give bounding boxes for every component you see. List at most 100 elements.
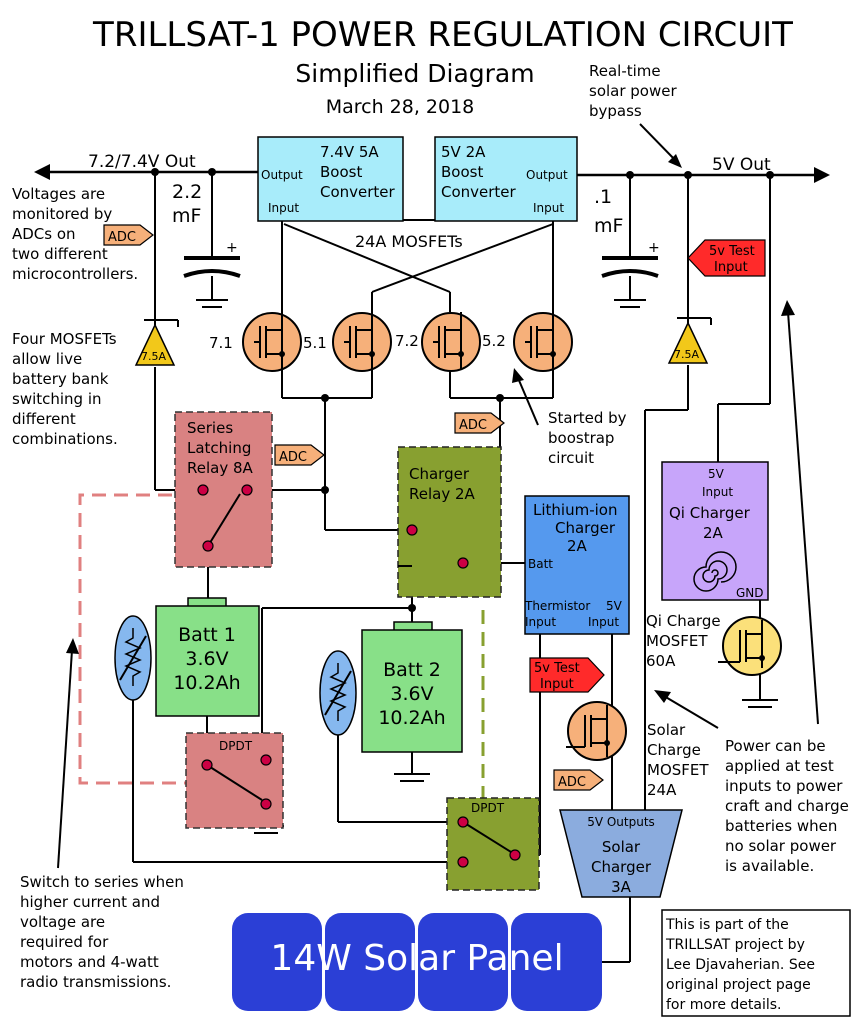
svg-text:Lithium-ion: Lithium-ion: [533, 501, 617, 519]
svg-text:craft and charge: craft and charge: [725, 797, 849, 815]
svg-text:5v Test: 5v Test: [709, 244, 755, 259]
solar-panel: 14W Solar Panel: [232, 913, 602, 1011]
capacitor-right: + .1 mF: [594, 186, 660, 278]
battery-1: Batt 1 3.6V 10.2Ah: [155, 597, 260, 717]
svg-text:radio transmissions.: radio transmissions.: [20, 973, 171, 991]
battery-2: Batt 2 3.6V 10.2Ah: [361, 621, 463, 753]
svg-text:Input: Input: [588, 615, 619, 629]
svg-text:Converter: Converter: [320, 183, 396, 201]
adc-tag-series: ADC: [274, 444, 325, 466]
test-input-top: 5v Test Input: [687, 239, 766, 277]
svg-text:Real-time: Real-time: [589, 62, 661, 80]
svg-text:Relay 8A: Relay 8A: [187, 459, 254, 477]
svg-text:Solar: Solar: [647, 721, 686, 739]
thermistor-2: [319, 650, 357, 736]
svg-text:Batt 1: Batt 1: [178, 624, 236, 646]
svg-text:Lee Djavaherian. See: Lee Djavaherian. See: [666, 957, 815, 973]
svg-text:no solar power: no solar power: [725, 837, 837, 855]
adc-tag-solar: ADC: [553, 769, 604, 791]
svg-text:Series: Series: [187, 419, 233, 437]
svg-text:two different: two different: [12, 245, 108, 263]
svg-text:Charger: Charger: [591, 858, 652, 876]
svg-text:Input: Input: [540, 677, 574, 692]
svg-text:applied at test: applied at test: [725, 757, 834, 775]
svg-text:Thermistor: Thermistor: [524, 599, 590, 613]
fuse-right: 7.5A: [667, 317, 712, 364]
bypass-note: Real-time solar power bypass: [589, 62, 682, 168]
svg-text:+: +: [226, 240, 238, 256]
svg-text:7.5A: 7.5A: [141, 350, 166, 363]
svg-text:Relay 2A: Relay 2A: [409, 485, 476, 503]
svg-text:5v Test: 5v Test: [534, 661, 580, 676]
adc-tag-charger: ADC: [454, 412, 505, 434]
solar-panel-label: 14W Solar Panel: [270, 938, 563, 979]
svg-text:Started by: Started by: [548, 409, 627, 427]
svg-text:Power can be: Power can be: [725, 737, 826, 755]
solar-charger: 5V Outputs Solar Charger 3A: [559, 809, 683, 898]
mosfet-7-2-label: 7.2: [395, 332, 419, 350]
right-cap-unit: mF: [594, 215, 623, 237]
mosfet-7-1-label: 7.1: [209, 334, 233, 352]
svg-text:Input: Input: [268, 201, 299, 215]
svg-text:TRILLSAT project by: TRILLSAT project by: [665, 937, 805, 953]
svg-text:5V: 5V: [708, 467, 725, 481]
svg-text:Qi Charge: Qi Charge: [646, 612, 721, 630]
boost-converter-7v4: 7.4V 5A Boost Converter Output Input: [257, 136, 404, 222]
mosfet-7-2: 7.2: [395, 312, 481, 372]
note-bootstrap: Started by boostrap circuit: [512, 368, 627, 467]
svg-text:Qi Charger: Qi Charger: [669, 504, 751, 522]
svg-text:monitored by: monitored by: [12, 205, 112, 223]
svg-text:circuit: circuit: [548, 449, 594, 467]
svg-text:Converter: Converter: [441, 183, 517, 201]
right-cap-value: .1: [594, 186, 612, 208]
svg-text:Charger: Charger: [555, 519, 616, 537]
svg-text:Batt: Batt: [528, 557, 553, 571]
svg-text:Latching: Latching: [187, 439, 251, 457]
adc-tag-left: ADC: [103, 224, 154, 246]
svg-text:is available.: is available.: [725, 857, 814, 875]
svg-text:2A: 2A: [567, 537, 588, 555]
svg-text:for more details.: for more details.: [666, 997, 782, 1013]
svg-text:boostrap: boostrap: [548, 429, 614, 447]
svg-text:This is part of the: This is part of the: [665, 917, 789, 933]
mosfet-5-2-label: 5.2: [482, 332, 506, 350]
svg-text:Boost: Boost: [441, 163, 483, 181]
left-cap-value: 2.2: [172, 181, 202, 203]
svg-text:Input: Input: [702, 485, 733, 499]
svg-text:Solar: Solar: [602, 838, 641, 856]
svg-text:Boost: Boost: [320, 163, 362, 181]
test-input-bottom: 5v Test Input: [529, 657, 605, 693]
right-rail-label: 5V Out: [712, 155, 771, 175]
svg-text:Four MOSFETs: Four MOSFETs: [12, 330, 117, 348]
svg-text:24A: 24A: [647, 781, 677, 799]
svg-text:Switch to series when: Switch to series when: [20, 873, 184, 891]
note-series-switch: Switch to series when higher current and…: [20, 638, 184, 991]
svg-text:Output: Output: [261, 168, 303, 182]
boost-converter-5v: 5V 2A Boost Converter Output Input: [434, 136, 578, 222]
svg-text:2A: 2A: [703, 524, 724, 542]
diagram-date: March 28, 2018: [326, 96, 475, 118]
svg-text:Input: Input: [525, 615, 556, 629]
svg-text:original project page: original project page: [666, 977, 811, 993]
svg-text:inputs to power: inputs to power: [725, 777, 843, 795]
svg-text:Input: Input: [714, 260, 748, 275]
svg-text:ADC: ADC: [459, 418, 487, 433]
svg-text:3A: 3A: [611, 878, 632, 896]
svg-text:ADC: ADC: [279, 450, 307, 465]
svg-text:ADC: ADC: [558, 775, 586, 790]
svg-text:DPDT: DPDT: [471, 801, 505, 815]
svg-text:Batt 2: Batt 2: [383, 659, 441, 681]
left-rail-label: 7.2/7.4V Out: [88, 152, 196, 172]
svg-text:batteries when: batteries when: [725, 817, 837, 835]
capacitor-left: + 2.2 mF: [172, 181, 241, 278]
diagram-subtitle: Simplified Diagram: [295, 59, 534, 88]
svg-text:motors and 4-watt: motors and 4-watt: [20, 953, 159, 971]
svg-text:7.5A: 7.5A: [674, 348, 699, 361]
svg-text:switching in: switching in: [12, 390, 102, 408]
solar-charge-mosfet: Solar Charge MOSFET 24A: [566, 701, 709, 799]
svg-text:bypass: bypass: [589, 102, 642, 120]
thermistor-1: [114, 615, 152, 701]
mosfets-label: 24A MOSFETs: [355, 232, 463, 251]
svg-text:allow live: allow live: [12, 350, 82, 368]
svg-text:5V 2A: 5V 2A: [441, 143, 486, 161]
